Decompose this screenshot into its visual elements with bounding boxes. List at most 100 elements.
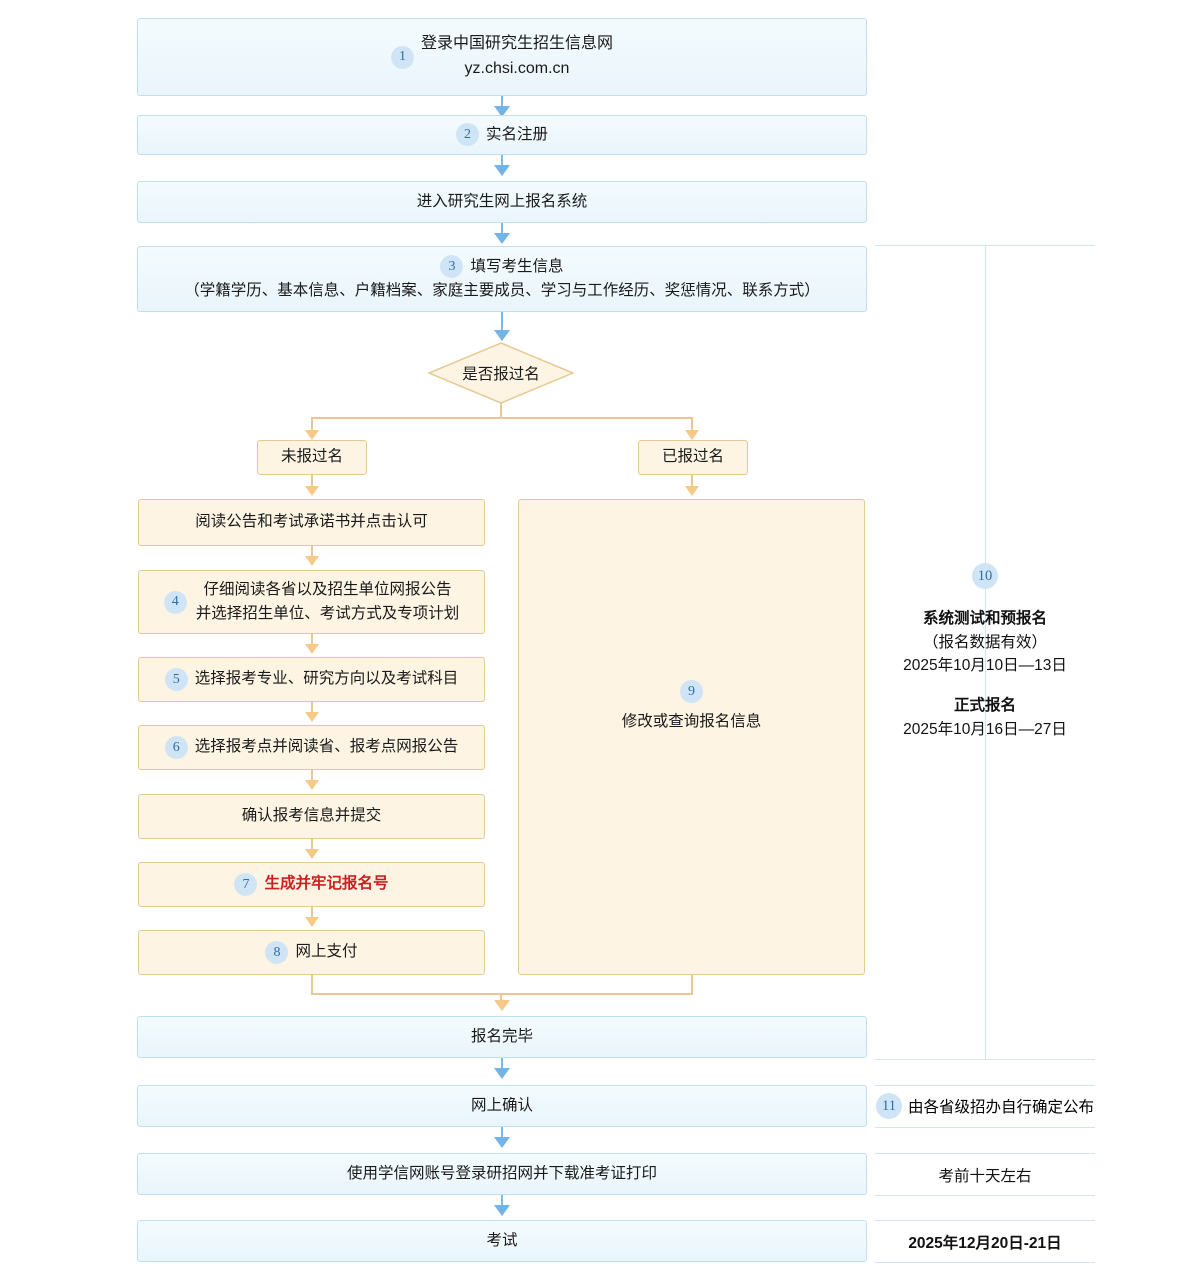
timeline-pre-registration-date: 2025年10月10日—13日: [903, 657, 1067, 674]
arrow-l3-l4: [305, 712, 319, 722]
node-register-label: 实名注册: [485, 125, 548, 143]
panel-divider-exam-bottom: [875, 1262, 1095, 1263]
node-read-notice[interactable]: 阅读公告和考试承诺书并点击认可: [138, 499, 485, 546]
step-badge-4: 4: [163, 590, 187, 614]
arrow-l6-l7: [305, 917, 319, 927]
connector-merge-bar: [311, 993, 693, 995]
connector-1-2: [501, 96, 503, 112]
connector-l2-l3: [311, 634, 313, 646]
arrow-l4-l5: [305, 780, 319, 790]
node-online-payment-label: 网上支付: [295, 943, 358, 961]
connector-l5-l6: [311, 839, 313, 851]
connector-left-branch-down: [311, 475, 313, 489]
connector-l1-l2: [311, 546, 313, 559]
node-enter-system[interactable]: 进入研究生网上报名系统: [137, 181, 867, 223]
connector-l4-l5: [311, 770, 313, 782]
connector-t3-t4: [501, 1195, 503, 1211]
arrow-left-branch-into-first: [305, 486, 319, 496]
connector-t2-t3: [501, 1127, 503, 1143]
arrow-t3-t4: [494, 1205, 510, 1216]
node-modify-or-query[interactable]: 9 修改或查询报名信息: [518, 499, 865, 975]
step-badge-1: 1: [390, 45, 414, 69]
arrow-t1-t2: [494, 1068, 510, 1079]
step-badge-6: 6: [164, 735, 188, 759]
connector-right-branch-down: [691, 475, 693, 489]
arrow-down-4: [494, 330, 510, 341]
node-read-province-notice[interactable]: 4 仔细阅读各省以及招生单位网报公告 并选择招生单位、考试方式及专项计划: [138, 570, 485, 634]
node-choose-major-label: 选择报考专业、研究方向以及考试科目: [194, 670, 459, 688]
arrow-l1-l2: [305, 556, 319, 566]
step-badge-3: 3: [440, 255, 464, 279]
node-download-admit-card-label: 使用学信网账号登录研招网并下载准考证打印: [346, 1164, 657, 1182]
node-confirm-submit-label: 确认报考信息并提交: [241, 807, 382, 825]
node-fill-info-detail: （学籍学历、基本信息、户籍档案、家庭主要成员、学习与工作经历、奖惩情况、联系方式…: [184, 282, 820, 299]
panel-divider-after-main: [875, 1059, 1095, 1060]
node-online-payment[interactable]: 8 网上支付: [138, 930, 485, 975]
step-badge-8: 8: [265, 940, 289, 964]
timeline-confirm-text: 由各省级招办自行确定公布: [907, 1099, 1094, 1116]
node-read-province-line2: 并选择招生单位、考试方式及专项计划: [195, 605, 460, 622]
step-badge-2: 2: [455, 123, 479, 147]
timeline-exam-date-text: 2025年12月20日-21日: [908, 1235, 1062, 1252]
node-generate-registration-number[interactable]: 7 生成并牢记报名号: [138, 862, 485, 907]
arrow-right-branch-into-box: [685, 486, 699, 496]
panel-divider-exam-top: [875, 1220, 1095, 1221]
node-read-province-line1: 仔细阅读各省以及招生单位网报公告: [203, 580, 452, 598]
connector-decision-stem: [500, 402, 502, 419]
arrow-down-branch-left: [305, 430, 319, 440]
node-real-name-register[interactable]: 2 实名注册: [137, 115, 867, 155]
arrow-merge-down: [494, 1000, 510, 1011]
step-badge-7: 7: [234, 872, 258, 896]
arrow-l2-l3: [305, 644, 319, 654]
node-confirm-submit[interactable]: 确认报考信息并提交: [138, 794, 485, 839]
decision-label: 是否报过名: [462, 366, 540, 383]
connector-decision-left: [311, 417, 313, 435]
step-badge-5: 5: [164, 667, 188, 691]
node-read-notice-label: 阅读公告和考试承诺书并点击认可: [195, 513, 428, 531]
node-choose-exam-site-label: 选择报考点并阅读省、报考点网报公告: [194, 738, 459, 756]
timeline-admit-card-text: 考前十天左右: [938, 1168, 1032, 1185]
connector-t1-t2: [501, 1058, 503, 1074]
step-badge-9: 9: [680, 680, 703, 703]
panel-divider-admit-bottom: [875, 1195, 1095, 1196]
timeline-pre-registration-title: 系统测试和预报名: [922, 610, 1047, 627]
node-modify-or-query-label: 修改或查询报名信息: [621, 713, 762, 730]
panel-divider-confirm-top: [875, 1085, 1095, 1086]
node-exam-label: 考试: [486, 1231, 518, 1249]
panel-divider-confirm-bottom: [875, 1127, 1095, 1128]
arrow-down-3: [494, 233, 510, 244]
node-generate-number-label: 生成并牢记报名号: [264, 875, 389, 893]
node-registration-complete-label: 报名完毕: [470, 1027, 533, 1045]
arrow-l5-l6: [305, 849, 319, 859]
node-enter-system-label: 进入研究生网上报名系统: [416, 192, 588, 210]
step-badge-10: 10: [972, 563, 998, 589]
connector-left-merge-down: [311, 975, 313, 995]
node-login-line2: yz.chsi.com.cn: [464, 60, 570, 77]
branch-already-registered[interactable]: 已报过名: [638, 440, 748, 475]
connector-2-3: [501, 155, 503, 171]
decision-registered-before[interactable]: 是否报过名: [428, 342, 574, 404]
branch-already-registered-label: 已报过名: [661, 448, 724, 466]
step-badge-11: 11: [875, 1093, 902, 1119]
node-exam[interactable]: 考试: [137, 1220, 867, 1262]
node-login[interactable]: 1 登录中国研究生招生信息网 yz.chsi.com.cn: [137, 18, 867, 96]
node-fill-info-title: 填写考生信息: [470, 257, 564, 275]
connector-decision-bar: [311, 417, 693, 419]
arrow-down-branch-right: [685, 430, 699, 440]
node-download-admit-card[interactable]: 使用学信网账号登录研招网并下载准考证打印: [137, 1153, 867, 1195]
connector-4-decision: [501, 312, 503, 334]
connector-l3-l4: [311, 702, 313, 714]
timeline-pre-registration-note: （报名数据有效）: [922, 634, 1047, 651]
timeline-row-confirm: 11 由各省级招办自行确定公布: [875, 1085, 1095, 1127]
arrow-down-2: [494, 165, 510, 176]
arrow-t2-t3: [494, 1137, 510, 1148]
connector-3-4: [501, 223, 503, 239]
node-online-confirmation[interactable]: 网上确认: [137, 1085, 867, 1127]
branch-not-registered[interactable]: 未报过名: [257, 440, 367, 475]
node-choose-major[interactable]: 5 选择报考专业、研究方向以及考试科目: [138, 657, 485, 702]
node-registration-complete[interactable]: 报名完毕: [137, 1016, 867, 1058]
node-fill-candidate-info[interactable]: 3 填写考生信息 （学籍学历、基本信息、户籍档案、家庭主要成员、学习与工作经历、…: [137, 246, 867, 312]
node-login-line1: 登录中国研究生招生信息网: [420, 35, 613, 53]
node-choose-exam-site[interactable]: 6 选择报考点并阅读省、报考点网报公告: [138, 725, 485, 770]
